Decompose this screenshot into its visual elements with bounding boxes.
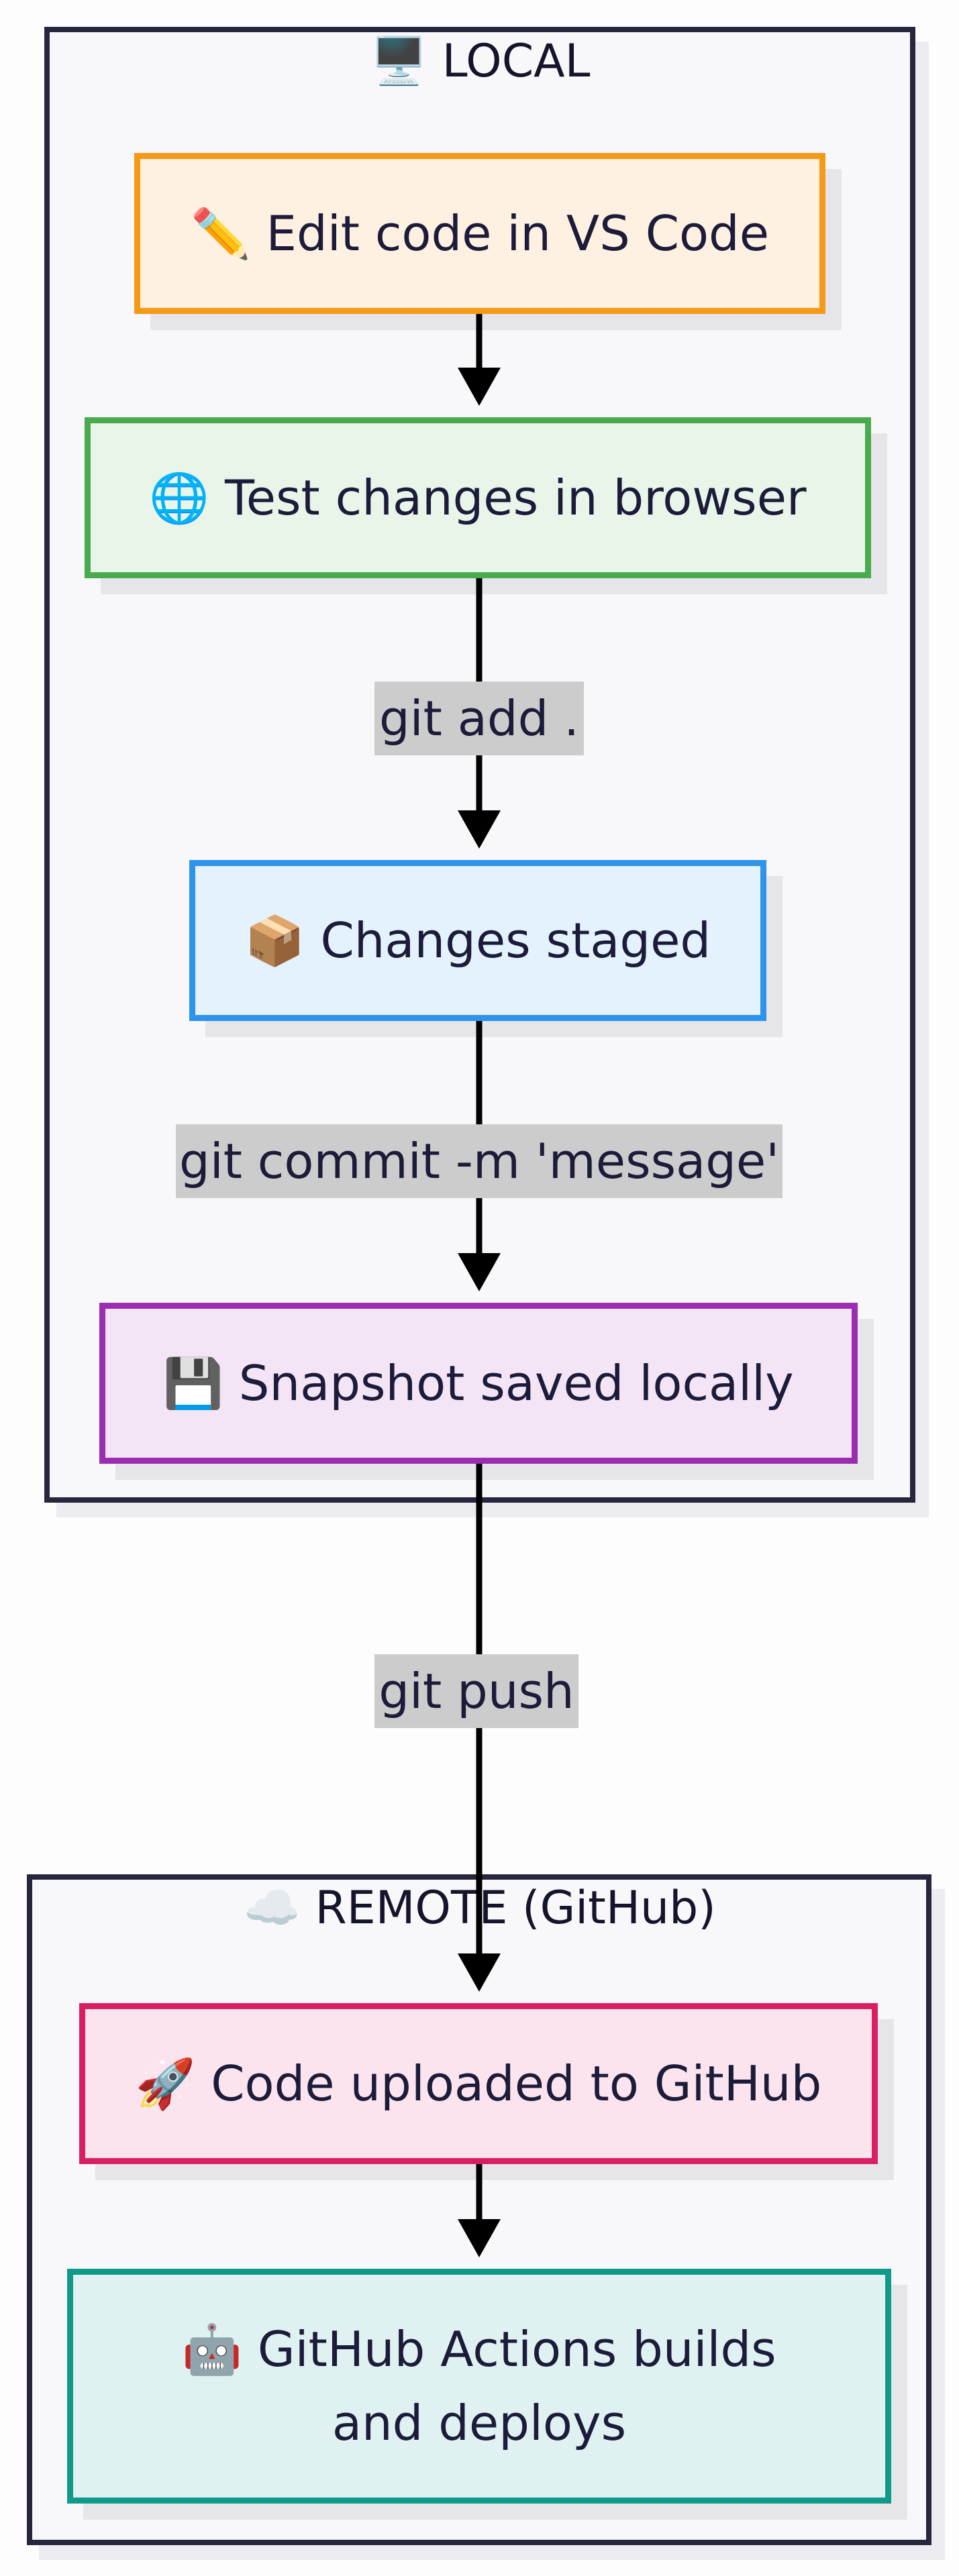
edge-arrowheads [458,368,501,2257]
changes-staged-node[interactable]: 📦 Changes staged [189,860,766,1021]
test-browser-label: Test changes in browser [224,470,807,526]
remote-cluster-title: ☁️ REMOTE (GitHub) [178,1882,782,1935]
cloud-icon: ☁️ [244,1882,301,1935]
edge-label-git-push: git push [374,1654,578,1728]
pencil-icon: ✏️ [190,205,251,262]
arrowhead-actions [458,2219,501,2257]
snapshot-saved-label: Snapshot saved locally [238,1355,794,1411]
package-icon: 📦 [244,912,305,969]
remote-cluster-label: REMOTE (GitHub) [315,1882,716,1935]
globe-icon: 🌐 [149,470,210,526]
edge-label-git-commit: git commit -m 'message' [176,1124,783,1198]
code-uploaded-node[interactable]: 🚀 Code uploaded to GitHub [79,2003,878,2164]
test-browser-node[interactable]: 🌐 Test changes in browser [85,417,871,578]
local-cluster-label: LOCAL [442,35,591,88]
github-actions-label: GitHub Actions builds [257,2321,776,2377]
changes-staged-label: Changes staged [320,912,711,969]
edit-code-label: Edit code in VS Code [266,205,770,262]
arrowhead-snapshot [458,1253,501,1291]
edge-label-git-add: git add . [374,682,584,755]
floppy-disk-icon: 💾 [163,1355,223,1411]
code-uploaded-label: Code uploaded to GitHub [211,2055,822,2112]
local-cluster-title: 🖥️ LOCAL [313,35,648,89]
robot-icon: 🤖 [182,2321,242,2377]
snapshot-saved-node[interactable]: 💾 Snapshot saved locally [99,1303,858,1464]
rocket-icon: 🚀 [135,2055,196,2112]
edit-code-node[interactable]: ✏️ Edit code in VS Code [134,153,825,314]
arrowhead-staged [458,810,501,849]
monitor-icon: 🖥️ [370,35,428,88]
github-actions-label-line2: and deploys [332,2395,627,2451]
arrowhead-test [458,368,501,406]
github-actions-node[interactable]: 🤖 GitHub Actions builds and deploys [67,2269,891,2504]
arrowhead-uploaded [458,1953,501,1992]
